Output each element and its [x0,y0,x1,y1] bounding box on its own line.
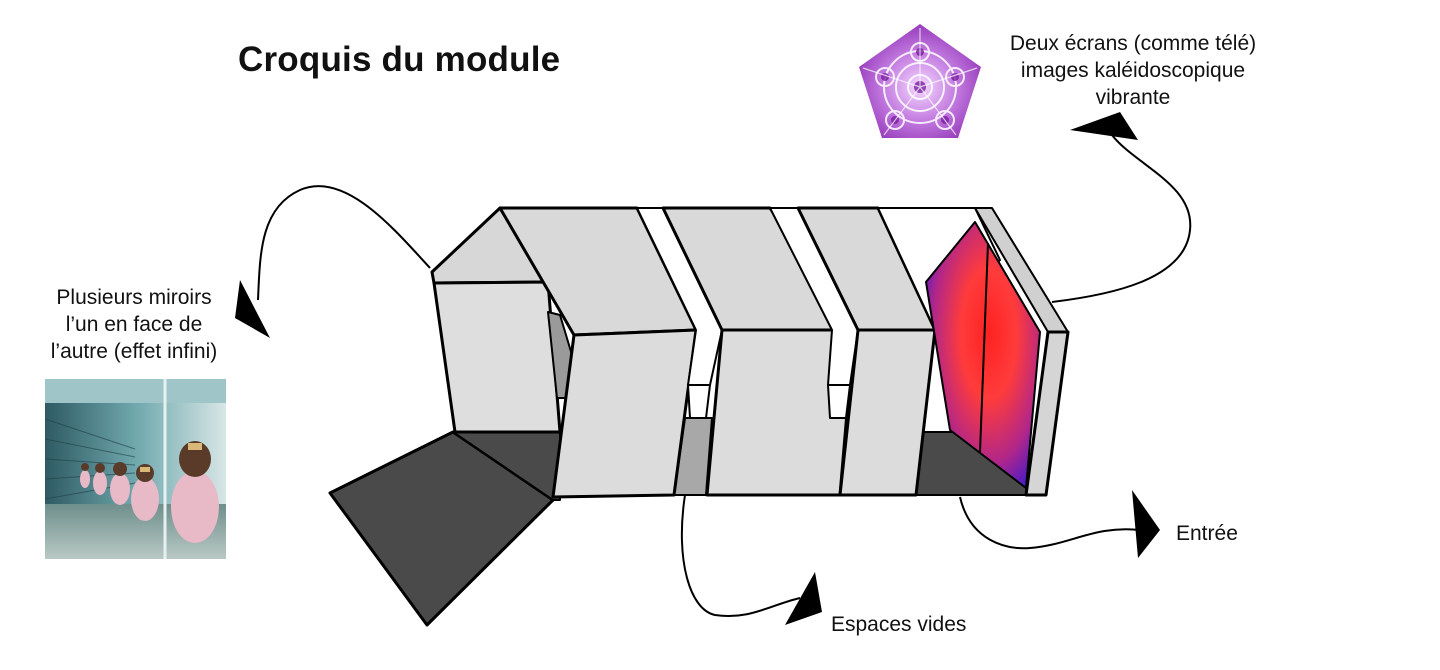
entree-arrowhead [1132,490,1160,558]
screens-label-line-2: images kaléidoscopique [1020,59,1246,82]
screens-label-line-3: vibrante [1095,86,1171,109]
right-end-wall [1024,330,1070,497]
gap-2-notch [827,384,851,419]
espaces-arrowhead [785,572,822,625]
espaces-arrow-line [680,494,801,617]
left-block-front [432,280,562,434]
screens-label-line-1: Deux écrans (comme télé) [1009,32,1257,55]
entree-arrow-line [959,496,1141,550]
mirrors-arrow-line [257,185,431,301]
screens-arrow-line [1051,134,1192,303]
screens-label: Deux écrans (comme télé) images kaléidos… [978,30,1288,111]
infinite-mirror-photo [45,379,226,559]
panel-3-front [838,328,937,497]
mirrors-label: Plusieurs miroirs l’un en face de l’autr… [22,284,246,365]
kaleidoscope-image [859,24,981,138]
mirrors-arrowhead [235,280,270,338]
mirrors-label-line-3: l’autre (effet infini) [50,340,218,363]
mirrors-label-line-2: l’un en face de [65,313,203,336]
espaces-vides-label: Espaces vides [831,613,967,636]
gap-1-notch [687,384,711,419]
mirrors-label-line-1: Plusieurs miroirs [56,286,212,309]
entree-label: Entrée [1176,522,1238,545]
panel-1-front [551,328,698,499]
page-title: Croquis du module [238,40,561,79]
screens-arrowhead [1070,112,1138,140]
